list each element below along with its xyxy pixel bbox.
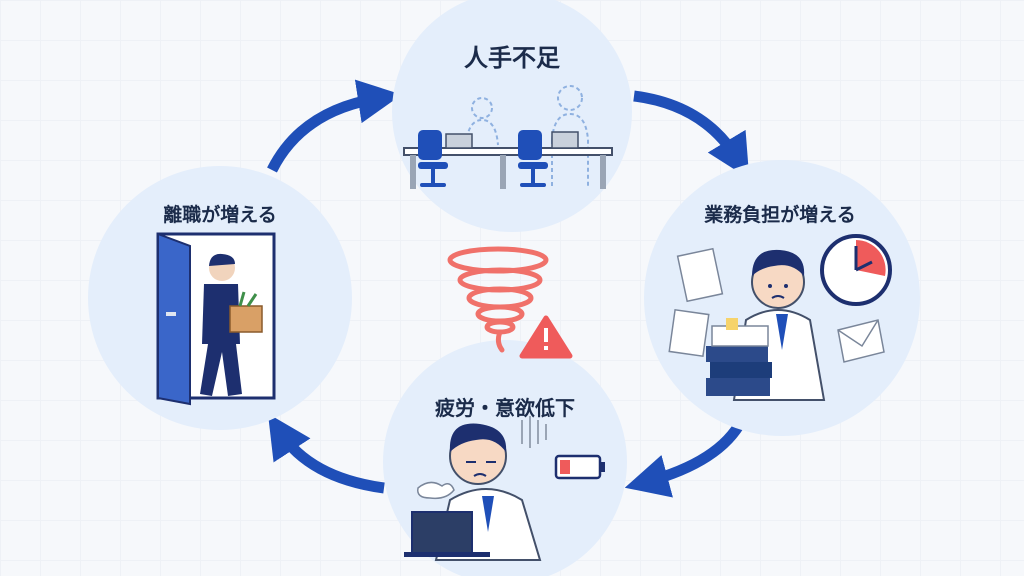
node-label-workload-increase: 業務負担が増える	[704, 204, 856, 226]
vicious-cycle-spiral-icon	[447, 246, 549, 353]
box-icon	[229, 305, 263, 333]
leaving-worker-illustration	[156, 232, 276, 406]
door-icon	[157, 232, 191, 406]
battery-low-icon	[554, 454, 605, 480]
clock-icon	[820, 234, 892, 306]
exhausted-worker-illustration	[404, 416, 605, 561]
arrow-right-to-bottom	[624, 417, 747, 498]
warning-icon	[519, 315, 573, 359]
vibration-lines-icon	[521, 416, 547, 448]
laptop-icon	[411, 511, 473, 555]
binder-stack-icon	[706, 318, 772, 396]
arrow-left-to-top	[267, 79, 402, 173]
node-label-turnover-increase: 離職が増える	[163, 204, 277, 226]
office-chair-icon	[418, 130, 548, 187]
node-label-understaffing: 人手不足	[464, 44, 560, 72]
overloaded-worker-illustration	[668, 234, 892, 401]
laptop-icon	[445, 133, 473, 149]
laptop-icon	[551, 131, 579, 149]
papers-icon	[668, 247, 885, 363]
node-circle-top	[392, 0, 632, 232]
sigh-icon	[417, 481, 455, 500]
arrow-bottom-to-left	[267, 413, 385, 494]
empty-desks-illustration	[403, 85, 613, 189]
node-label-fatigue: 疲労・意欲低下	[435, 396, 575, 420]
arrow-top-to-right	[633, 90, 750, 179]
